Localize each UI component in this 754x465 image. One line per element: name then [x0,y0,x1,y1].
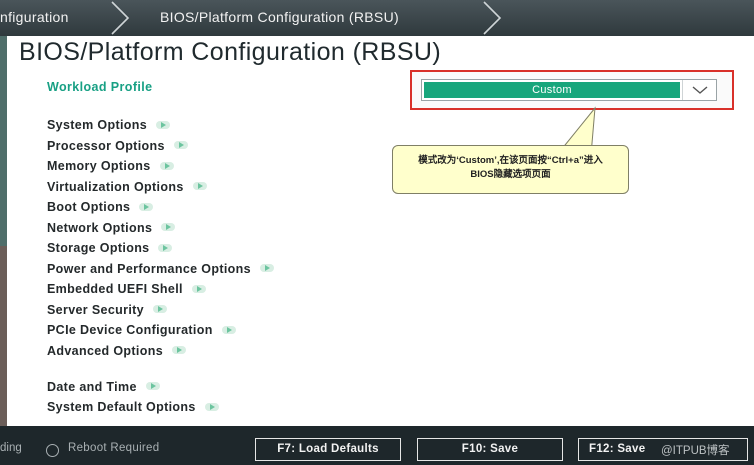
menu-item-date-and-time[interactable]: Date and Time [47,380,160,398]
arrow-right-icon [152,305,167,314]
save-and-exit-button[interactable]: F12: Save [578,438,748,461]
breadcrumb-separator-icon [483,1,502,35]
load-defaults-button[interactable]: F7: Load Defaults [255,438,401,461]
footer-bar: ding Reboot Required F7: Load Defaults F… [0,426,754,465]
arrow-right-icon [172,346,187,355]
workload-profile-value: Custom [424,82,680,98]
watermark: @ITPUB博客 [661,445,730,457]
menu-item-processor-options[interactable]: Processor Options [47,139,188,157]
arrow-right-icon [161,223,176,232]
main-panel: BIOS/Platform Configuration (RBSU) Workl… [7,36,754,426]
menu-item-boot-options[interactable]: Boot Options [47,200,154,218]
arrow-right-icon [159,161,174,170]
breadcrumb-item-configuration[interactable]: nfiguration [0,9,69,25]
arrow-right-icon [145,382,160,391]
arrow-right-icon [192,182,207,191]
menu-item-virtualization-options[interactable]: Virtualization Options [47,180,207,198]
arrow-right-icon [259,264,274,273]
reboot-indicator-icon [46,444,59,457]
left-edge-strip [0,36,7,426]
workload-profile-label: Workload Profile [47,80,153,94]
arrow-right-icon [156,120,171,129]
breadcrumb: nfiguration BIOS/Platform Configuration … [0,0,754,36]
menu-item-storage-options[interactable]: Storage Options [47,241,173,259]
menu-item-memory-options[interactable]: Memory Options [47,159,174,177]
highlight-box: Custom [410,70,734,110]
menu-item-embedded-uefi-shell[interactable]: Embedded UEFI Shell [47,282,206,300]
menu-item-advanced-options[interactable]: Advanced Options [47,344,187,362]
menu-item-system-default-options[interactable]: System Default Options [47,400,219,418]
breadcrumb-separator-icon [111,1,130,35]
callout-line-1: 模式改为‘Custom’,在该页面按“Ctrl+a”进入 [418,155,603,166]
arrow-right-icon [158,243,173,252]
arrow-right-icon [221,325,236,334]
workload-profile-select[interactable]: Custom [421,79,717,101]
callout-line-2: BIOS隐藏选项页面 [470,169,551,180]
page-title: BIOS/Platform Configuration (RBSU) [19,38,442,66]
menu-item-pcie-device-configuration[interactable]: PCIe Device Configuration [47,323,236,341]
menu-item-system-options[interactable]: System Options [47,118,171,136]
arrow-right-icon [173,141,188,150]
dropdown-toggle[interactable] [682,80,716,100]
menu-item-power-performance-options[interactable]: Power and Performance Options [47,262,274,280]
arrow-right-icon [204,402,219,411]
menu-item-server-security[interactable]: Server Security [47,303,167,321]
reboot-required-label: Reboot Required [68,442,160,454]
arrow-right-icon [191,284,206,293]
menu-item-network-options[interactable]: Network Options [47,221,176,239]
save-button[interactable]: F10: Save [417,438,563,461]
breadcrumb-item-rbsu[interactable]: BIOS/Platform Configuration (RBSU) [160,9,399,25]
annotation-callout: 模式改为‘Custom’,在该页面按“Ctrl+a”进入 BIOS隐藏选项页面 [392,145,629,194]
pending-status: ding [0,442,22,454]
arrow-right-icon [139,202,154,211]
chevron-down-icon [692,86,708,94]
